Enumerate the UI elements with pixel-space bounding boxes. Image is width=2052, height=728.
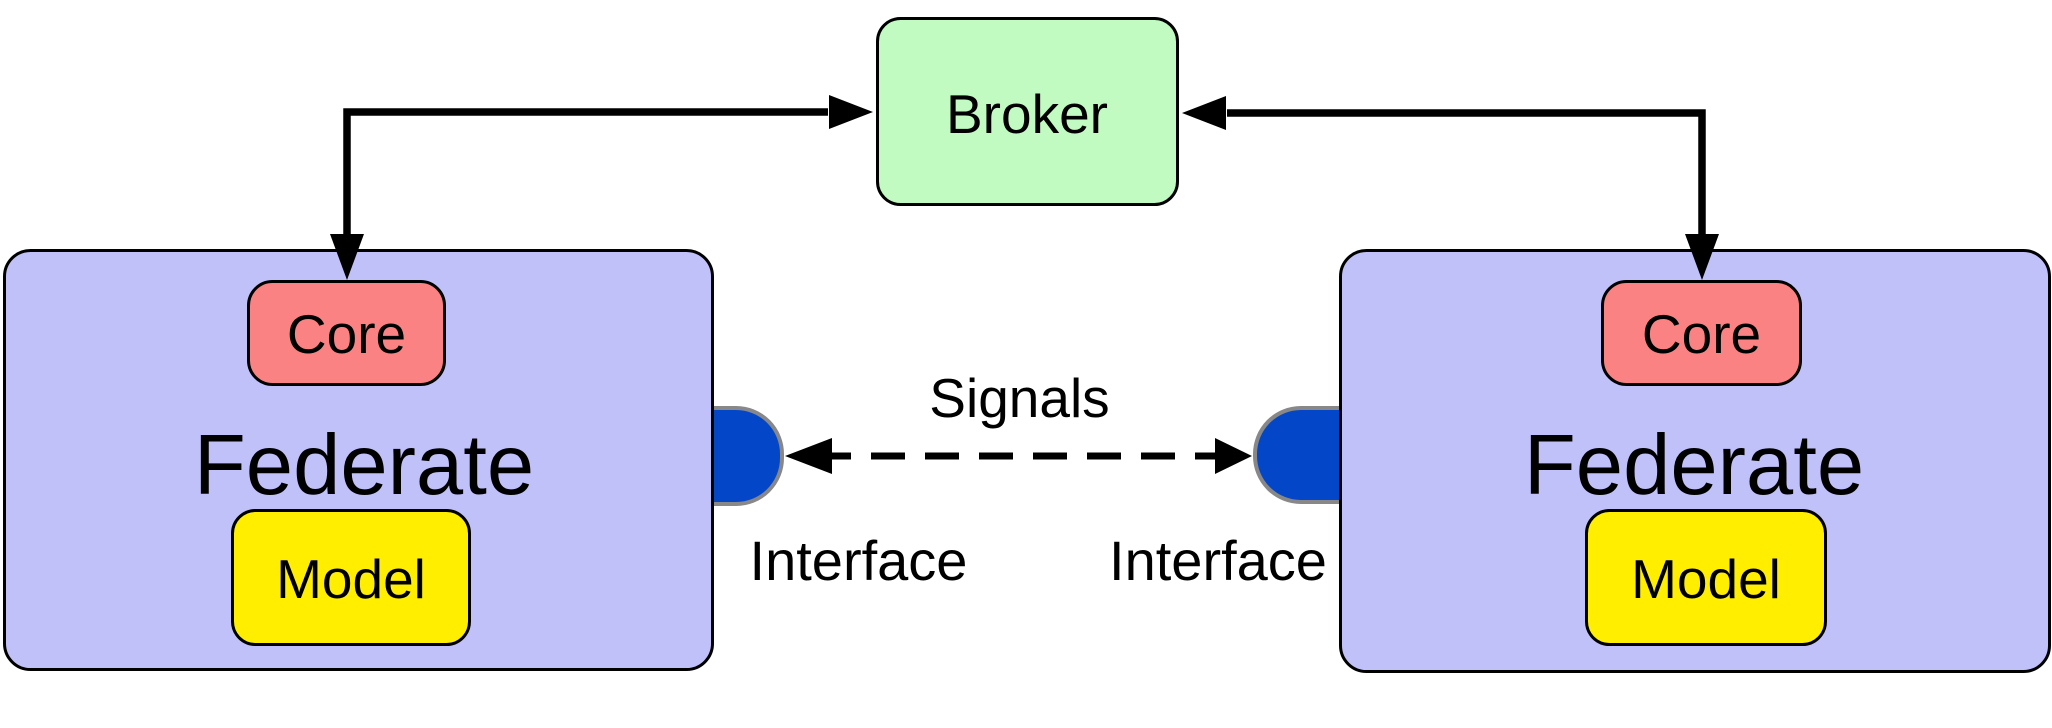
- svg-text:Broker: Broker: [946, 83, 1108, 145]
- svg-text:Interface: Interface: [1109, 529, 1327, 592]
- svg-text:Core: Core: [1642, 303, 1761, 365]
- svg-text:Model: Model: [1631, 548, 1781, 610]
- svg-text:Core: Core: [287, 303, 406, 365]
- svg-text:Signals: Signals: [929, 367, 1109, 429]
- svg-text:Federate: Federate: [1524, 418, 1864, 513]
- svg-text:Interface: Interface: [750, 529, 968, 592]
- svg-text:Federate: Federate: [194, 418, 534, 513]
- svg-text:Model: Model: [276, 548, 426, 610]
